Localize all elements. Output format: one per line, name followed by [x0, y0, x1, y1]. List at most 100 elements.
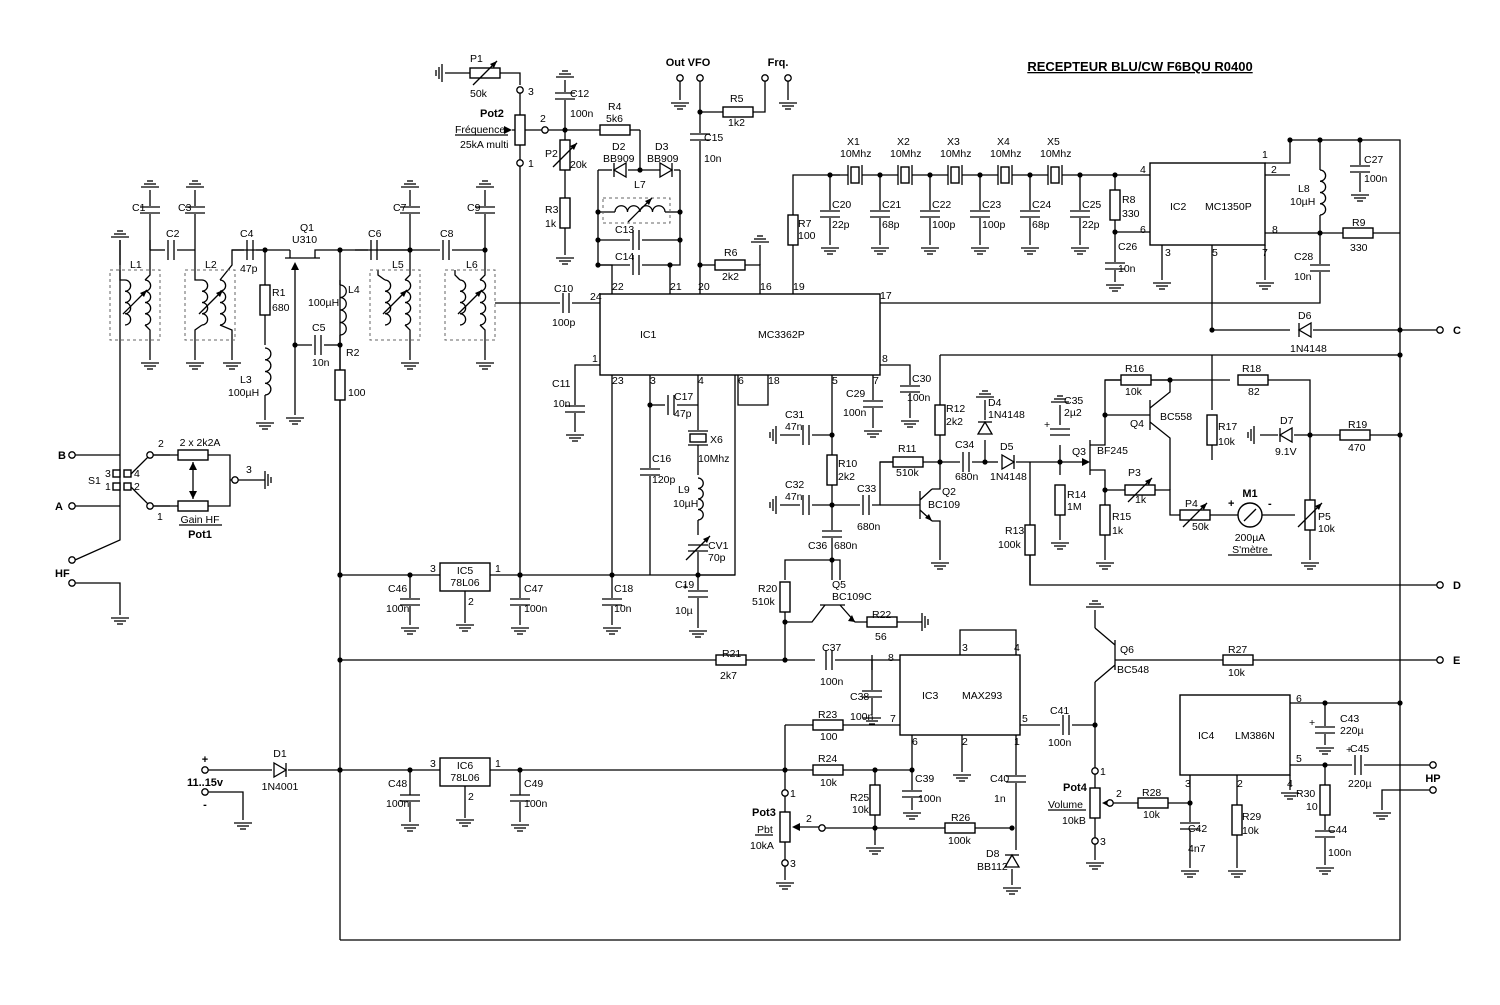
junction-dot [292, 342, 298, 348]
value-q6: BC548 [1117, 664, 1149, 676]
value-p4: 50k [1192, 521, 1210, 533]
junction-dot [1287, 137, 1293, 143]
value-c17: 47p [674, 408, 692, 420]
wire [1149, 380, 1171, 409]
value-r15: 1k [1112, 525, 1124, 537]
ref-r25: R25 [850, 792, 869, 804]
frq-label: Frq. [768, 57, 789, 69]
ref-l4: L4 [348, 284, 360, 296]
ref-q6: Q6 [1120, 644, 1134, 656]
reg-pin: 3 [430, 758, 436, 770]
value-q3: BF245 [1097, 445, 1128, 457]
value-l9: 10µH [673, 498, 698, 510]
supply-plus-label: + [202, 754, 208, 766]
ref-c22: C22 [932, 199, 951, 211]
crystal-icon [850, 166, 860, 184]
meter-value: 200µA [1235, 532, 1266, 544]
meter-name: S'mètre [1232, 544, 1268, 556]
ref-d6: D6 [1298, 310, 1312, 322]
ref-c43: C43 [1340, 713, 1359, 725]
junction-dot [609, 572, 615, 578]
value-c39: 100n [918, 793, 942, 805]
ref-c5: C5 [312, 322, 326, 334]
value-c40: 1n [994, 793, 1006, 805]
value-d7: 9.1V [1275, 446, 1297, 458]
ic1-pin-number: 22 [612, 281, 624, 293]
coil-shield [369, 269, 421, 341]
wire [404, 324, 411, 360]
value-c35: 2µ2 [1064, 407, 1082, 419]
ref-r15: R15 [1112, 511, 1131, 523]
value-r16: 10k [1125, 386, 1143, 398]
wire [1149, 421, 1171, 490]
ic3-pin-number: 6 [912, 736, 918, 748]
value-c27: 100n [1364, 173, 1388, 185]
ic1-pin-number: 19 [793, 281, 805, 293]
ic2-pin-number: 6 [1140, 224, 1146, 236]
ref-c38: C38 [850, 691, 869, 703]
resistor-icon [722, 106, 754, 118]
pot3-pin: 1 [790, 788, 796, 800]
ref-r8: R8 [1122, 194, 1136, 206]
junction-dot [982, 459, 988, 465]
wire [669, 170, 681, 294]
transistor-icon [925, 514, 932, 521]
ref-c30: C30 [912, 373, 931, 385]
ref-l2: L2 [205, 259, 217, 271]
ref-q3: Q3 [1072, 446, 1086, 458]
ic4-pin-number: 6 [1296, 693, 1302, 705]
ref-c18: C18 [614, 583, 633, 595]
value-r7: 100 [798, 230, 816, 242]
pot1-name: Gain HF [180, 514, 219, 526]
resistor-icon [177, 500, 209, 512]
ref-r5: R5 [730, 93, 744, 105]
ref-d3: D3 [655, 141, 669, 153]
pot3-name: Pbt [757, 824, 773, 836]
junction-dot [407, 767, 413, 773]
transistor-icon [919, 488, 933, 501]
inductor-icon [404, 279, 412, 326]
wire [314, 249, 410, 258]
ic6-body [439, 757, 491, 787]
ref-r24: R24 [818, 753, 837, 765]
ref-d4: D4 [988, 397, 1002, 409]
diode-icon [1297, 321, 1312, 339]
junction-dot [1102, 412, 1108, 418]
ic2-pin-number: 1 [1262, 149, 1268, 161]
ic1-pin-number: 21 [670, 281, 682, 293]
ref-r30: R30 [1296, 788, 1315, 800]
pot4-pin: 2 [1116, 788, 1122, 800]
reg-pin: 2 [468, 596, 474, 608]
ref-r23: R23 [818, 709, 837, 721]
ref-c17: C17 [674, 391, 693, 403]
junction-dot [677, 209, 683, 215]
supply-plus-terminal [201, 766, 209, 774]
value-c25: 22p [1082, 219, 1100, 231]
ref-r14: R14 [1067, 489, 1086, 501]
ref-l1: L1 [130, 259, 142, 271]
ref-r20: R20 [758, 583, 777, 595]
value-c29: 100n [843, 407, 867, 419]
terminal [781, 859, 789, 867]
ic1-pin-number: 3 [650, 375, 656, 387]
resistor-icon [1054, 484, 1066, 516]
value-r30: 10 [1306, 801, 1318, 813]
ic1-pin-number: 8 [882, 353, 888, 365]
ref-c21: C21 [882, 199, 901, 211]
supply-voltage-label: 11..15v [187, 777, 224, 789]
ref-l6: L6 [466, 259, 478, 271]
junction-dot [517, 572, 523, 578]
wire [880, 272, 1321, 304]
ref-r12: R12 [946, 403, 965, 415]
ic1-pin-number: 17 [880, 290, 892, 302]
value-l8: 10µH [1290, 196, 1315, 208]
ref-q2: Q2 [942, 486, 956, 498]
wire [1268, 379, 1311, 435]
ic5-part: 78L06 [450, 577, 479, 589]
ic3-pin-number: 2 [962, 736, 968, 748]
ref-r26: R26 [951, 812, 970, 824]
junction-dot [829, 557, 835, 563]
ref-r18: R18 [1242, 363, 1261, 375]
coil-shield [444, 269, 496, 341]
ic4-pin-number: 4 [1287, 778, 1293, 790]
